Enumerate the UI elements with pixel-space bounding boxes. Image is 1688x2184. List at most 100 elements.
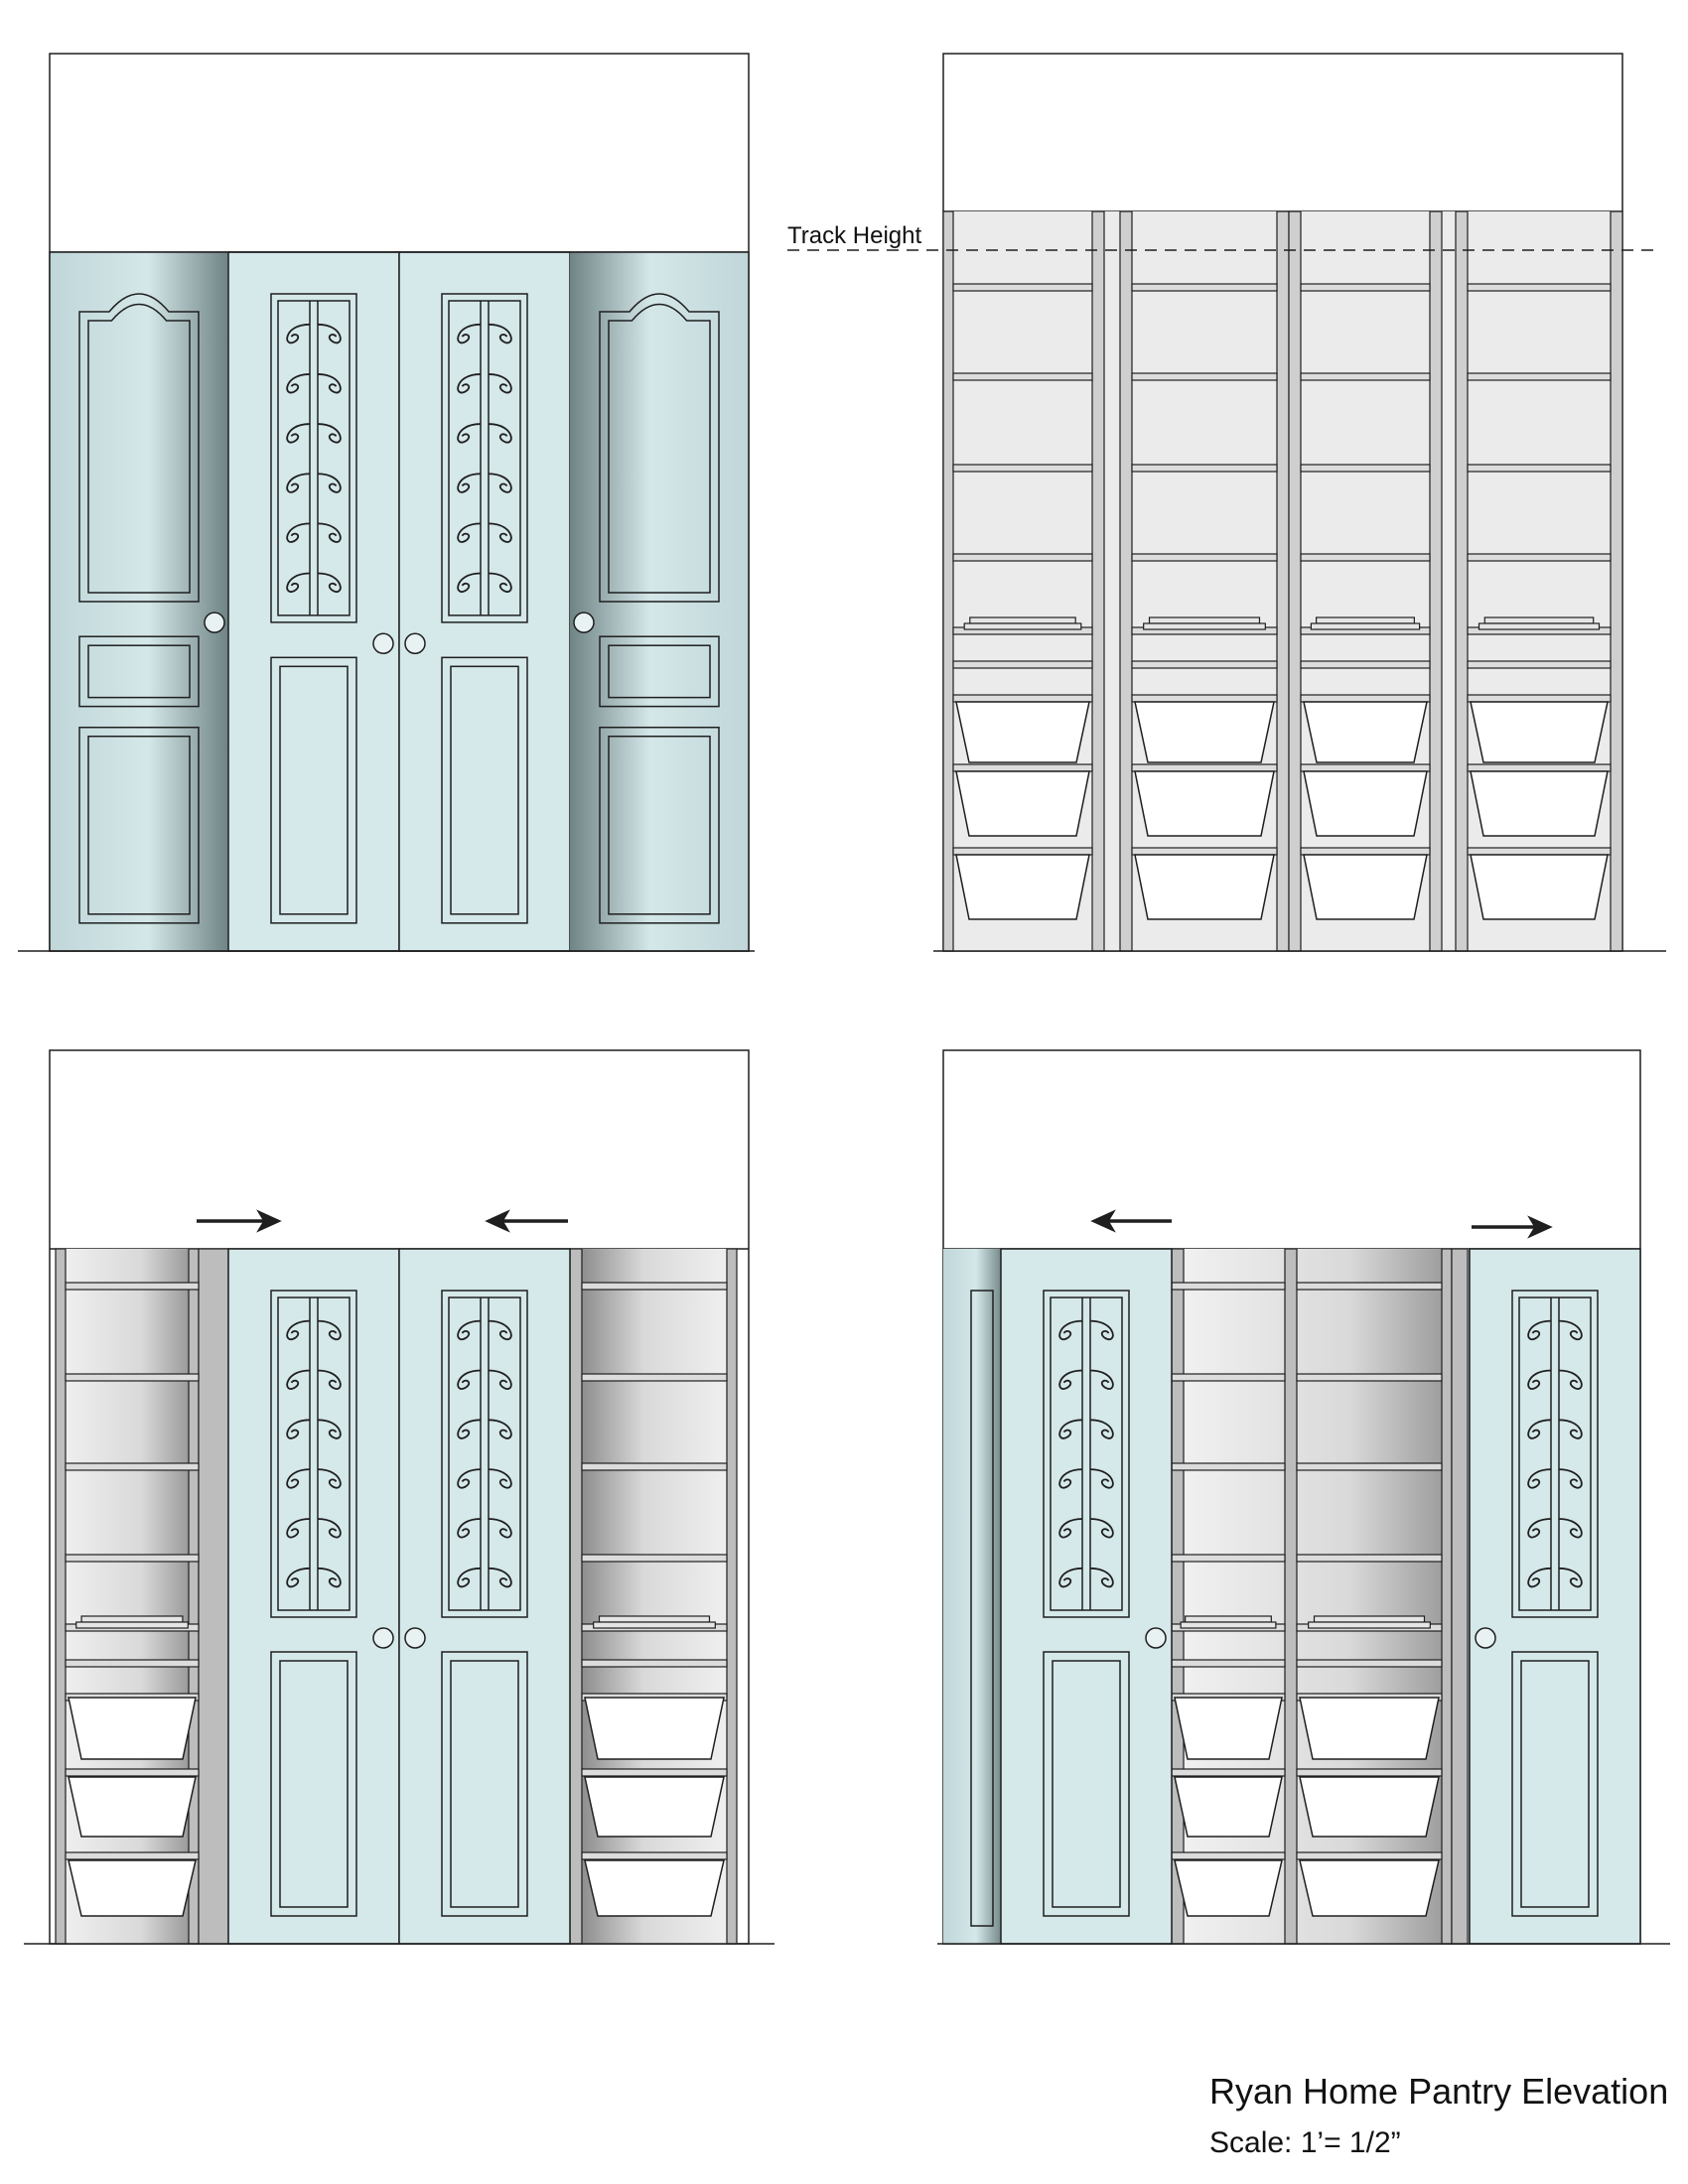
grille-inner: [277, 1297, 351, 1611]
stacked-tray: [1477, 622, 1601, 630]
upright: [55, 1248, 67, 1945]
lower-panel-inner: [279, 665, 349, 915]
shelf: [1467, 847, 1612, 856]
lower-panel: [270, 1651, 357, 1917]
grille-frame: [441, 1290, 528, 1618]
door-knob: [404, 1627, 426, 1649]
shelf: [1131, 464, 1278, 473]
scroll-glass-door: [1469, 1248, 1641, 1945]
scroll-right: [1558, 1369, 1583, 1390]
shelf: [1131, 694, 1278, 703]
scroll-left: [286, 1468, 311, 1489]
lower-panel: [270, 656, 357, 924]
basket: [68, 1776, 197, 1838]
iron-grille: [270, 293, 357, 623]
scroll-right: [317, 423, 342, 444]
stacked-tray: [1310, 622, 1421, 630]
scroll-left: [457, 522, 482, 543]
scroll-left: [1527, 1419, 1552, 1439]
basket: [955, 770, 1090, 837]
shelf: [952, 464, 1093, 473]
scroll-left: [457, 1369, 482, 1390]
mid-panel: [78, 635, 200, 708]
lower-panel: [441, 656, 528, 924]
scroll-right: [1089, 1468, 1114, 1489]
scroll-left: [286, 1419, 311, 1439]
scroll-right: [488, 1319, 512, 1341]
low-panel: [599, 726, 720, 924]
shelf: [952, 553, 1093, 562]
grille-inner: [277, 300, 351, 616]
shelf: [1467, 372, 1612, 381]
scroll-right: [1558, 1567, 1583, 1588]
shelf: [952, 847, 1093, 856]
shelf: [1296, 1373, 1443, 1382]
scroll-right: [488, 323, 512, 344]
basket: [68, 1697, 197, 1760]
stacked-tray: [1483, 616, 1595, 624]
stacked-tray: [1185, 1615, 1272, 1623]
scroll-left: [286, 522, 311, 543]
shelf: [1171, 1282, 1286, 1291]
lower-panel: [441, 1651, 528, 1917]
scroll-glass-door: [398, 1248, 571, 1945]
scroll-glass-door: [227, 251, 400, 952]
grille-frame: [1511, 1290, 1599, 1618]
shelf: [65, 1373, 200, 1382]
basket: [1134, 854, 1275, 920]
scroll-left: [1058, 1369, 1083, 1390]
shelf-bay: [581, 1282, 728, 1917]
shelf: [581, 1659, 728, 1668]
shelf: [1171, 1768, 1286, 1777]
scroll-glass-door: [1000, 1248, 1173, 1945]
shelf: [1467, 763, 1612, 772]
scroll-left: [286, 323, 311, 344]
basket: [68, 1859, 197, 1917]
scroll-left: [286, 1518, 311, 1539]
shelf-bay: [1300, 283, 1431, 920]
shelf: [1171, 1373, 1286, 1382]
left-bay-shade: [56, 1249, 199, 1944]
stacked-tray: [80, 1615, 184, 1623]
scroll-left: [457, 423, 482, 444]
scroll-right: [317, 473, 342, 493]
shelf: [1296, 1768, 1443, 1777]
shelf: [1131, 847, 1278, 856]
upright: [1091, 210, 1105, 952]
scroll-left: [286, 1319, 311, 1341]
arched-panel-inner: [608, 303, 711, 594]
upright: [1119, 210, 1133, 952]
upright: [1171, 1248, 1185, 1945]
basket: [955, 854, 1090, 920]
scroll-right: [1558, 1518, 1583, 1539]
upright: [1284, 1248, 1298, 1945]
scroll-right: [488, 1567, 512, 1588]
stacked-tray: [1313, 1615, 1426, 1623]
scroll-left: [286, 473, 311, 493]
door-slab: [398, 1248, 571, 1945]
scroll-right: [317, 572, 342, 593]
iron-grille: [1043, 1290, 1130, 1618]
scroll-left: [286, 572, 311, 593]
scroll-right: [1089, 1567, 1114, 1588]
lower-panel-inner: [450, 665, 519, 915]
stacked-tray: [593, 1621, 716, 1629]
scroll-right: [317, 1419, 342, 1439]
shelf: [952, 372, 1093, 381]
basket: [1174, 1776, 1283, 1838]
scroll-right: [317, 323, 342, 344]
scroll-right: [1089, 1369, 1114, 1390]
grille-frame: [270, 293, 357, 623]
scroll-right: [488, 1468, 512, 1489]
door-slab: [1000, 1248, 1173, 1945]
shelf: [1300, 464, 1431, 473]
mid-panel: [599, 635, 720, 708]
shelf: [65, 1554, 200, 1563]
scroll-left: [1527, 1518, 1552, 1539]
iron-grille: [441, 1290, 528, 1618]
shelf: [1296, 1554, 1443, 1563]
grille-frame: [270, 1290, 357, 1618]
scroll-right: [488, 373, 512, 394]
scroll-left: [1058, 1518, 1083, 1539]
